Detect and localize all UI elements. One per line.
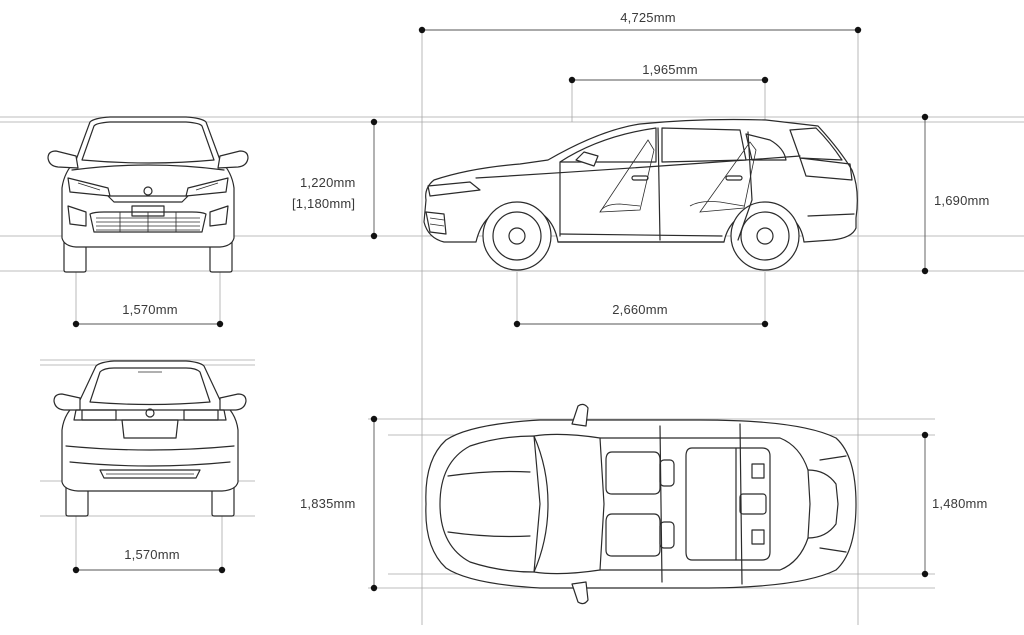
side-view-drawing <box>423 118 858 271</box>
rear-view-drawing <box>53 360 247 517</box>
top-view-drawing <box>425 403 857 605</box>
overall-height-label: 1,690mm <box>934 193 990 208</box>
cabin-height-alt-label: [1,180mm] <box>292 196 356 211</box>
front-view-drawing <box>47 116 249 273</box>
rear-track-label: 1,570mm <box>124 547 180 562</box>
dimension-lines <box>72 26 929 592</box>
cabin-height-label: 1,220mm <box>300 175 356 190</box>
front-track-label: 1,570mm <box>122 302 178 317</box>
overall-length-label: 4,725mm <box>620 10 676 25</box>
overall-width-label: 1,835mm <box>300 496 356 511</box>
wheelbase-label: 2,660mm <box>612 302 668 317</box>
cabin-length-label: 1,965mm <box>642 62 698 77</box>
cabin-width-label: 1,480mm <box>932 496 988 511</box>
